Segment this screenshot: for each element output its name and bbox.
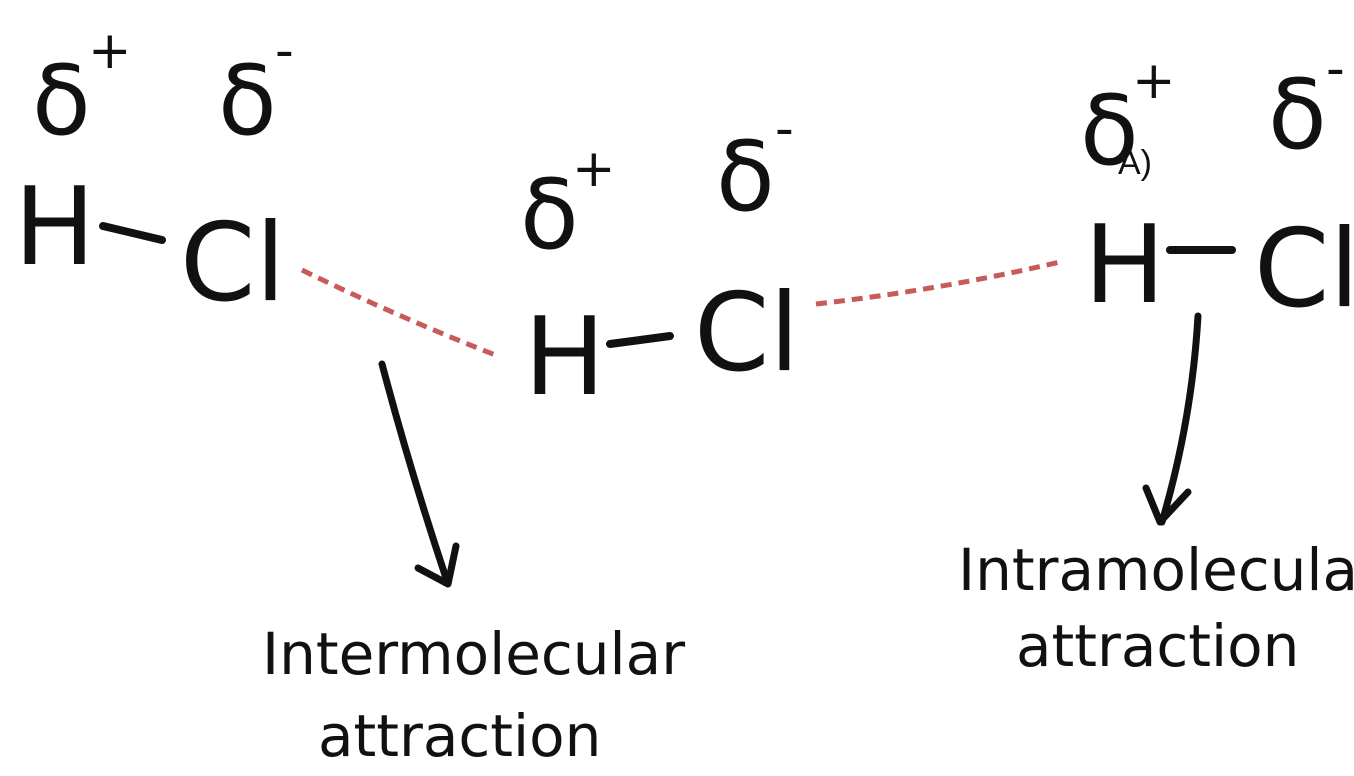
hydrogen-atom-3: H (1084, 203, 1165, 328)
intermolecular-arrowhead (414, 542, 460, 588)
intermolecular-dash-right (815, 259, 1061, 307)
covalent-bond-1 (99, 222, 166, 244)
intramolecular-label-line-1: Intramolecular (958, 536, 1354, 604)
intramolecular-arrowhead (1142, 484, 1192, 526)
chlorine-atom-1: Cl (180, 201, 285, 326)
answer-marker: A) (1118, 144, 1152, 182)
partial-positive-sign-2: + (572, 139, 616, 199)
partial-negative-sign-2: - (775, 99, 794, 159)
partial-negative-delta-1: δ (218, 45, 277, 157)
chlorine-atom-3: Cl (1254, 207, 1354, 332)
partial-positive-sign-1: + (88, 21, 132, 81)
intermolecular-dash-left (300, 267, 499, 359)
partial-positive-delta-1: δ (32, 45, 91, 157)
partial-positive-sign-3: + (1132, 51, 1176, 111)
partial-positive-delta-3: δ (1080, 75, 1139, 187)
intermolecular-label-line-1: Intermolecular (262, 620, 685, 688)
chlorine-atom-2: Cl (694, 271, 799, 396)
intramolecular-arrow-shaft (1158, 312, 1202, 526)
partial-negative-sign-1: - (275, 21, 294, 81)
partial-negative-delta-2: δ (716, 121, 775, 233)
hydrogen-atom-2: H (524, 295, 605, 420)
partial-negative-sign-3: - (1326, 39, 1345, 99)
hydrogen-atom-1: H (14, 165, 95, 290)
molecule-1: δ + δ - H Cl (14, 21, 294, 326)
intermolecular-label-line-2: attraction (318, 702, 601, 770)
molecule-3: δ + δ - H Cl (1080, 39, 1354, 332)
partial-negative-delta-3: δ (1268, 59, 1327, 171)
partial-positive-delta-2: δ (520, 159, 579, 271)
intramolecular-label-line-2: attraction (1016, 612, 1299, 680)
intermolecular-arrow-shaft (378, 360, 450, 582)
molecule-2: δ + δ - H Cl (520, 99, 799, 420)
covalent-bond-2 (606, 332, 674, 348)
